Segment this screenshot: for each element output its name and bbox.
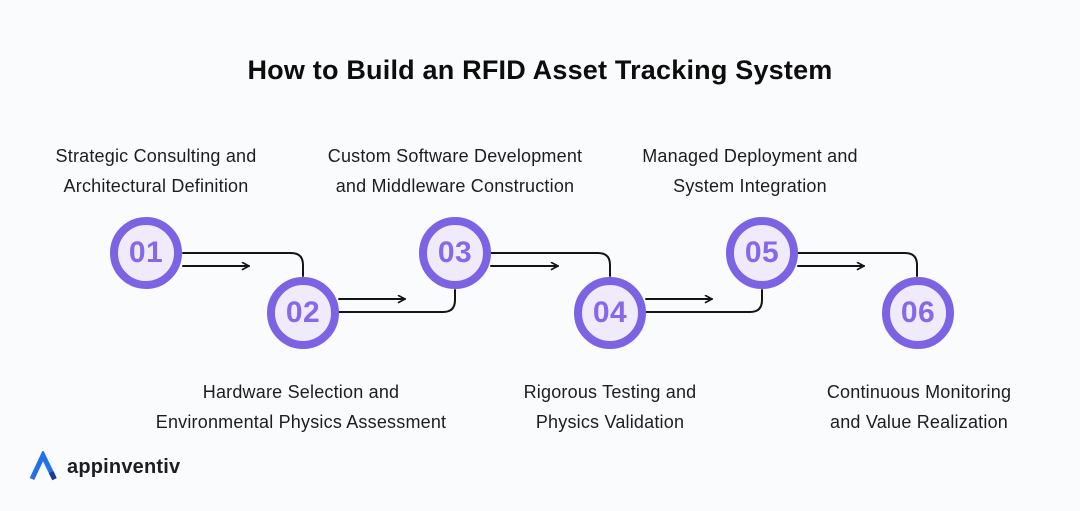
step-label-05: Managed Deployment and System Integratio… <box>642 141 858 201</box>
step-label-04: Rigorous Testing and Physics Validation <box>524 377 697 437</box>
step-label-line: Architectural Definition <box>63 176 249 196</box>
step-label-line: Environmental Physics Assessment <box>155 412 447 432</box>
step-number: 05 <box>744 236 780 269</box>
step-label-line: and Middleware Construction <box>335 176 575 196</box>
connector-elbow-2-3 <box>338 289 456 313</box>
appinventiv-a-icon <box>29 451 57 481</box>
step-circle-04: 04 <box>574 277 646 349</box>
step-label-line: Strategic Consulting and <box>55 146 257 166</box>
step-number: 01 <box>128 236 164 269</box>
step-number: 04 <box>592 296 628 329</box>
step-label-line: System Integration <box>673 176 827 196</box>
step-circle-06: 06 <box>882 277 954 349</box>
step-label-line: Physics Validation <box>535 412 685 432</box>
step-label-line: Hardware Selection and <box>202 382 400 402</box>
step-number: 02 <box>285 296 321 329</box>
step-label-01: Strategic Consulting and Architectural D… <box>56 141 257 201</box>
step-circle-02: 02 <box>267 277 339 349</box>
connector-elbow-1-2 <box>182 252 304 277</box>
brand-name: appinventiv <box>67 455 181 478</box>
connector-elbow-3-4 <box>490 252 611 277</box>
step-label-03: Custom Software Development and Middlewa… <box>328 141 583 201</box>
page-title: How to Build an RFID Asset Tracking Syst… <box>247 55 833 85</box>
step-number: 03 <box>437 236 473 269</box>
step-label-line: and Value Realization <box>830 412 1008 432</box>
step-label-line: Rigorous Testing and <box>523 382 697 402</box>
connector-elbow-4-5 <box>645 289 763 313</box>
connector-elbow-5-6 <box>797 252 918 277</box>
step-label-line: Custom Software Development <box>327 146 583 166</box>
step-circle-03: 03 <box>419 217 491 289</box>
step-label-02: Hardware Selection and Environmental Phy… <box>156 377 447 437</box>
step-label-06: Continuous Monitoring and Value Realizat… <box>827 377 1011 437</box>
step-label-line: Managed Deployment and <box>642 146 858 166</box>
brand-logo: appinventiv <box>28 451 180 483</box>
step-circle-01: 01 <box>110 217 182 289</box>
step-number: 06 <box>900 296 936 329</box>
step-circle-05: 05 <box>726 217 798 289</box>
step-label-line: Continuous Monitoring <box>826 382 1012 402</box>
